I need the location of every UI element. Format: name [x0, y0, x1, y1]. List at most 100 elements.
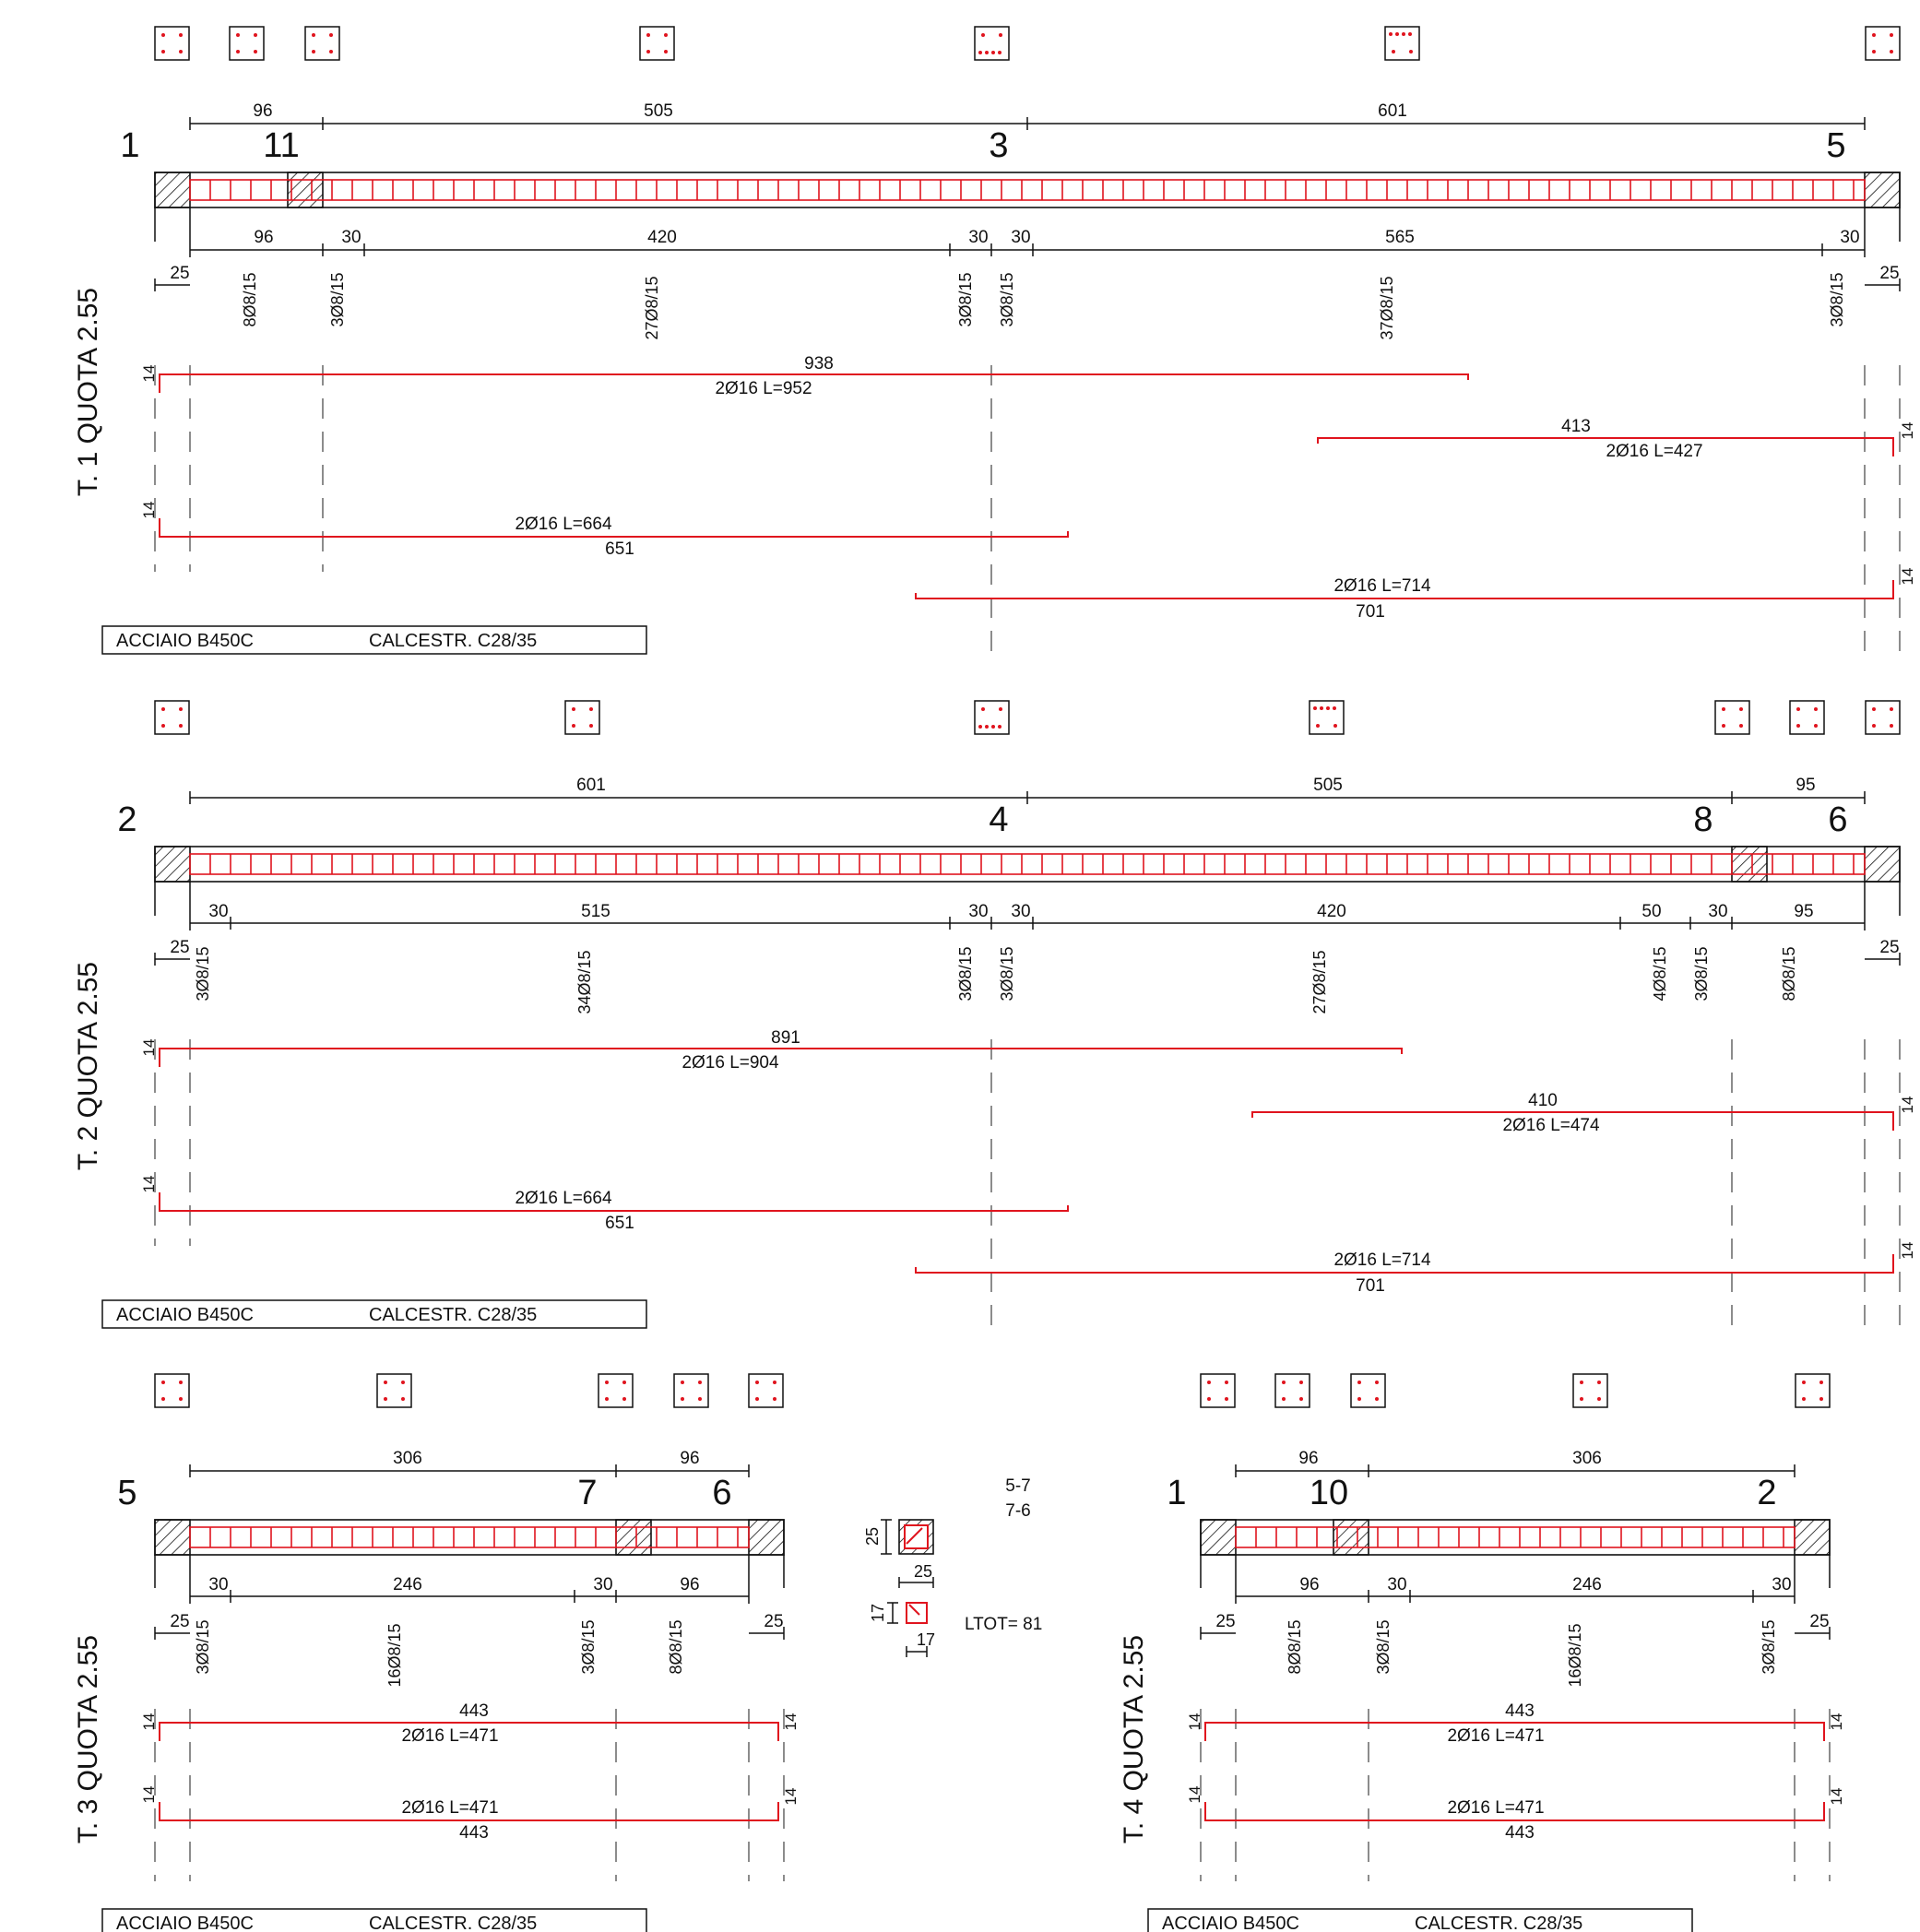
beam-t2: 601 505 95 2 4 8 6: [73, 700, 1916, 1329]
dim: 95: [1794, 902, 1813, 921]
rebar-label: 2Ø16 L=471: [401, 1798, 498, 1818]
node-label: 4: [989, 800, 1008, 839]
stirrup-label: 27Ø8/15: [1310, 950, 1329, 1013]
dim: 30: [1011, 228, 1030, 247]
rebar-length: 413: [1561, 417, 1591, 436]
rebar-label: 2Ø16 L=471: [1447, 1798, 1544, 1818]
hook-dim: 14: [1899, 1242, 1916, 1260]
detail-dim: 17: [917, 1630, 935, 1649]
hook-dim: 14: [140, 1713, 158, 1731]
hook-dim: 14: [140, 1176, 158, 1193]
beam-title: T. 3 QUOTA 2.55: [73, 1635, 103, 1843]
rebar: [159, 1722, 779, 1741]
bottom-dimension-line: [154, 207, 1901, 291]
rebar: [159, 1048, 1403, 1067]
hook-dim: 14: [1186, 1786, 1203, 1804]
end-dim: 25: [1215, 1612, 1235, 1631]
top-dimension-line: [1235, 1464, 1796, 1477]
stirrup-label: 3Ø8/15: [194, 946, 212, 1001]
beam-t3: 306 96 5 7 6 30 246 30 96 25 25: [73, 1373, 800, 1932]
rebar: [159, 373, 1469, 393]
ltot-label: LTOT= 81: [965, 1615, 1042, 1634]
rebar-label: 2Ø16 L=952: [715, 379, 812, 398]
stirrup-label: 3Ø8/15: [1692, 946, 1711, 1001]
hook-dim: 14: [1828, 1713, 1845, 1731]
beam-title: T. 2 QUOTA 2.55: [73, 962, 103, 1170]
stirrup-label: 8Ø8/15: [1286, 1619, 1304, 1674]
guide-lines: [154, 1709, 785, 1881]
top-dimension-line: [189, 117, 1866, 130]
node-label: 1: [1167, 1474, 1186, 1512]
beam-title: T. 1 QUOTA 2.55: [73, 288, 103, 496]
rebar-length: 651: [605, 539, 634, 559]
stirrup-label: 27Ø8/15: [643, 276, 661, 339]
stirrup-label: 8Ø8/15: [241, 272, 259, 326]
dim: 30: [1011, 902, 1030, 921]
rebar: [1251, 1111, 1894, 1131]
end-dim: 25: [170, 938, 189, 957]
stirrup-label: 34Ø8/15: [575, 950, 594, 1013]
dim: 30: [341, 228, 361, 247]
stirrup-label: 3Ø8/15: [998, 946, 1016, 1001]
bottom-dimension-line: [154, 882, 1901, 966]
section-symbols: [154, 700, 1901, 735]
bottom-dimension-line: [1200, 1555, 1831, 1640]
rebars: [1204, 1722, 1825, 1821]
span-dim: 96: [680, 1449, 699, 1468]
rebar-label: 2Ø16 L=904: [681, 1053, 779, 1073]
hook-dim: 14: [782, 1788, 800, 1806]
node-label: 6: [1828, 800, 1847, 839]
rebar-length: 443: [459, 1823, 489, 1843]
rebar-length: 891: [771, 1028, 800, 1048]
section-symbols: [154, 1373, 784, 1408]
steel-grade: ACCIAIO B450C: [116, 1305, 254, 1325]
rebar: [915, 580, 1894, 599]
end-dim: 25: [170, 1612, 189, 1631]
rebar-length: 701: [1356, 1276, 1385, 1296]
rebar-length: 938: [804, 354, 834, 373]
node-label: 6: [712, 1474, 731, 1512]
end-dim: 25: [170, 264, 189, 283]
hook-dim: 14: [140, 365, 158, 383]
rebar-length: 651: [605, 1214, 634, 1233]
dim: 30: [1387, 1575, 1406, 1594]
rebar-length: 443: [459, 1701, 489, 1721]
stirrup-label: 16Ø8/15: [385, 1623, 404, 1687]
stirrup-label: 16Ø8/15: [1566, 1623, 1584, 1687]
rebar-length: 701: [1356, 602, 1385, 622]
stirrup-label: 3Ø8/15: [579, 1619, 598, 1674]
span-dim: 601: [576, 776, 606, 795]
node-label: 10: [1310, 1474, 1348, 1512]
hook-dim: 14: [140, 1039, 158, 1057]
rebar: [915, 1254, 1894, 1274]
hook-dim: 14: [140, 1786, 158, 1804]
span-dim: 96: [253, 101, 272, 121]
steel-grade: ACCIAIO B450C: [116, 631, 254, 651]
rebar-label: 2Ø16 L=471: [1447, 1726, 1544, 1746]
node-label: 5: [117, 1474, 136, 1512]
stirrup-label: 3Ø8/15: [956, 272, 975, 326]
stirrup-cage: [189, 179, 1866, 201]
stirrup-detail: 25 25 17 17 LTOT= 81 5-7 7-6: [863, 1476, 1042, 1657]
rebars: [159, 1048, 1894, 1274]
hook-dim: 14: [1186, 1713, 1203, 1731]
dim: 246: [1572, 1575, 1602, 1594]
section-symbols: [154, 26, 1901, 61]
dim: 96: [254, 228, 273, 247]
rebar: [159, 1192, 1069, 1212]
dim: 246: [393, 1575, 422, 1594]
dim: 30: [1708, 902, 1727, 921]
material-legend: [1147, 1908, 1693, 1932]
rebar: [159, 518, 1069, 538]
dim: 565: [1385, 228, 1415, 247]
rebar-label: 2Ø16 L=664: [515, 1189, 612, 1208]
span-dim: 306: [1572, 1449, 1602, 1468]
beam-elevation: [154, 846, 1901, 916]
top-dimension-line: [189, 791, 1866, 804]
dim: 30: [968, 228, 988, 247]
stirrup-label: 3Ø8/15: [956, 946, 975, 1001]
concrete-grade: CALCESTR. C28/35: [1415, 1914, 1582, 1932]
node-label: 1: [120, 126, 139, 165]
span-dim: 96: [1298, 1449, 1318, 1468]
hook-dim: 14: [140, 502, 158, 519]
